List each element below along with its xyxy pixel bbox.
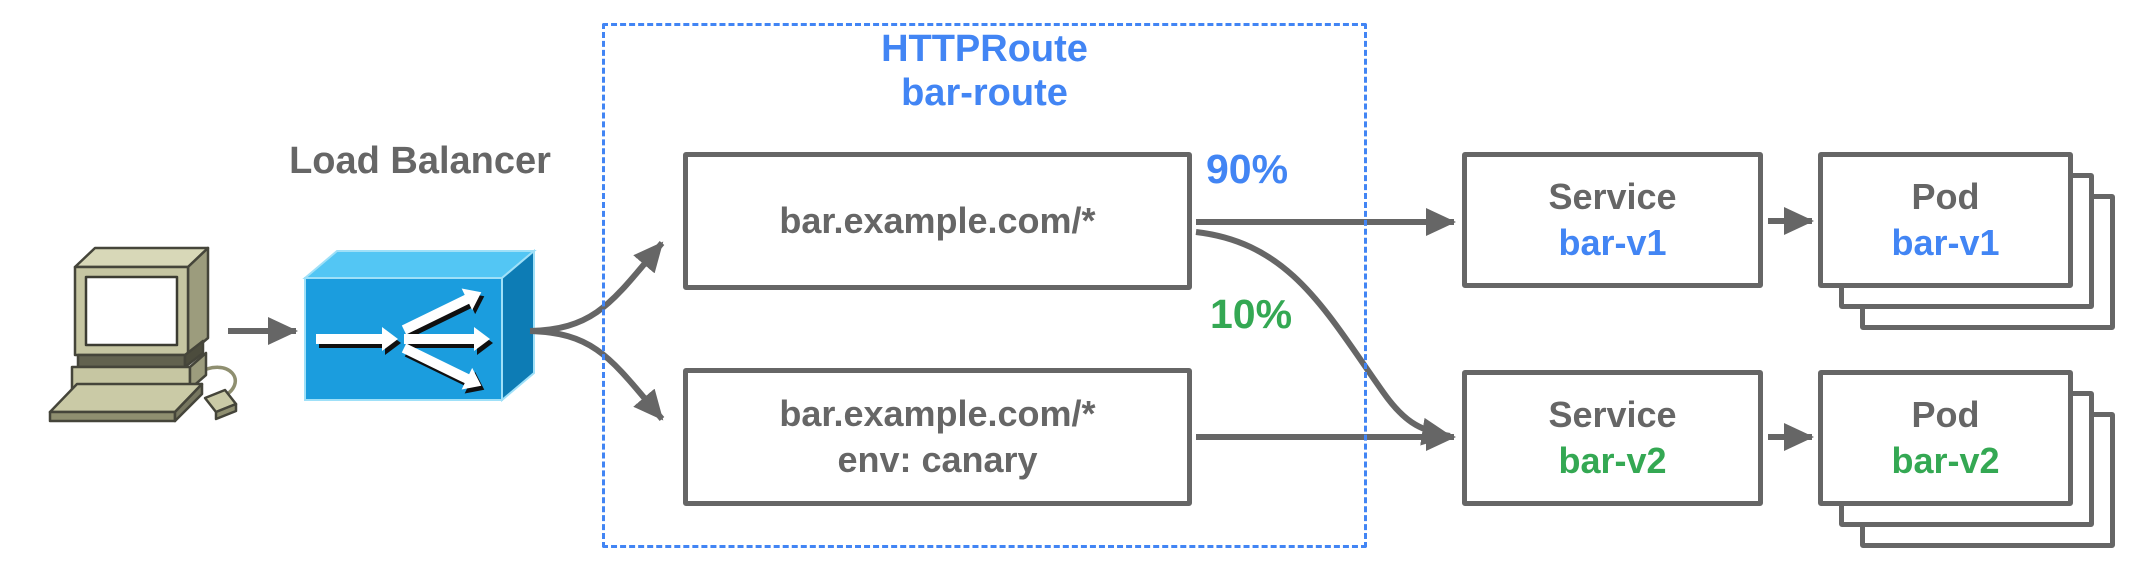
route-header-match-label: env: canary bbox=[837, 439, 1038, 480]
httproute-name-label: bar-route bbox=[901, 72, 1068, 114]
route-match-label: bar.example.com/* bbox=[779, 393, 1096, 434]
traffic-split-90pct-label: 90% bbox=[1206, 146, 1289, 192]
pod-stack-bar-v2: Pod bar-v2 bbox=[1818, 370, 2118, 555]
pod-name-label: bar-v2 bbox=[1891, 440, 2000, 481]
pod-name-label: bar-v1 bbox=[1891, 222, 2000, 263]
pod-stack-bar-v1: Pod bar-v1 bbox=[1818, 152, 2118, 337]
route-rule-primary-box: bar.example.com/* bbox=[683, 152, 1192, 290]
service-name-label: bar-v1 bbox=[1558, 222, 1667, 263]
lb-arrows bbox=[316, 288, 490, 390]
lb-arrow-shadows bbox=[319, 292, 493, 394]
mouse-cable bbox=[195, 365, 237, 399]
traffic-split-10pct-label: 10% bbox=[1210, 291, 1293, 337]
httproute-kind-label: HTTPRoute bbox=[881, 28, 1088, 70]
httproute-group-box bbox=[602, 23, 1367, 548]
route-match-label: bar.example.com/* bbox=[779, 200, 1096, 241]
httproute-title: HTTPRoute bar-route bbox=[602, 27, 1367, 115]
service-bar-v1-box: Service bar-v1 bbox=[1462, 152, 1763, 288]
service-kind-label: Service bbox=[1548, 394, 1677, 435]
route-rule-canary-box: bar.example.com/* env: canary bbox=[683, 368, 1192, 506]
load-balancer-label: Load Balancer bbox=[289, 140, 551, 182]
service-bar-v2-box: Service bar-v2 bbox=[1462, 370, 1763, 506]
pod-kind-label: Pod bbox=[1911, 394, 1980, 435]
pod-card-front: Pod bar-v2 bbox=[1818, 370, 2073, 506]
load-balancer-icon bbox=[302, 248, 537, 403]
mouse-icon bbox=[203, 388, 238, 414]
service-name-label: bar-v2 bbox=[1558, 440, 1667, 481]
service-kind-label: Service bbox=[1548, 176, 1677, 217]
pod-card-front: Pod bar-v1 bbox=[1818, 152, 2073, 288]
desktop-computer-icon bbox=[48, 246, 238, 423]
pod-kind-label: Pod bbox=[1911, 176, 1980, 217]
